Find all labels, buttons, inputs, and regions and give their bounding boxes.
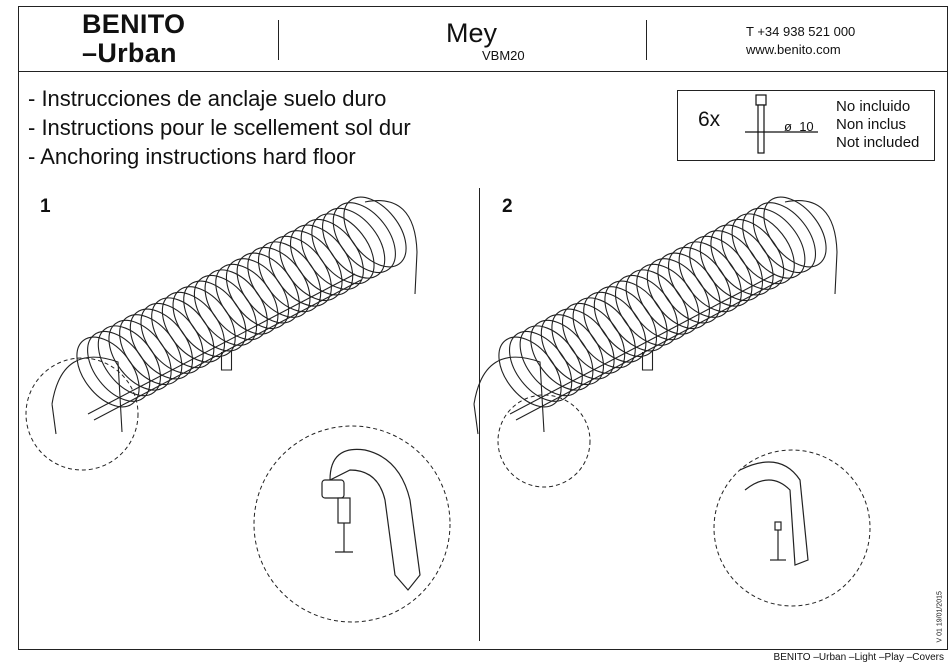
footer-brands: BENITO –Urban –Light –Play –Covers	[773, 652, 944, 663]
contact-website: www.benito.com	[746, 42, 841, 57]
anchor-bolt-icon	[745, 94, 818, 154]
not-included-fr: Non inclus	[836, 116, 907, 133]
instruction-en: - Anchoring instructions hard floor	[28, 144, 356, 169]
bolt-quantity: 6x	[698, 108, 721, 131]
not-included-es: No incluido	[836, 98, 911, 115]
panel-divider	[479, 188, 480, 641]
step-2-number: 2	[502, 196, 513, 217]
diameter-symbol: ø	[784, 119, 792, 134]
header-divider	[18, 71, 948, 72]
bike-rack-1-illustration	[51, 196, 418, 435]
brand-line-2: –Urban	[82, 38, 177, 68]
detail-circle-small	[497, 394, 591, 488]
step-1-number: 1	[40, 196, 51, 217]
model-code: VBM20	[482, 48, 525, 63]
bolt-diameter: ø 10	[784, 119, 814, 134]
detail-circle-small	[25, 357, 139, 471]
detail-circle-large	[253, 425, 451, 623]
page-frame	[18, 6, 948, 650]
brand-logo: BENITO –Urban	[82, 10, 185, 68]
brand-line-1: BENITO	[82, 9, 186, 39]
model-name: Mey	[446, 18, 498, 48]
version-label: V 01 19/01/2015	[936, 591, 944, 643]
detail-circle-large	[713, 449, 871, 607]
header-separator	[278, 20, 279, 60]
instruction-fr: - Instructions pour le scellement sol du…	[28, 115, 411, 140]
not-included-en: Not included	[836, 134, 920, 151]
diameter-value: 10	[799, 119, 814, 134]
detail-bolt-2	[739, 461, 809, 566]
instruction-es: - Instrucciones de anclaje suelo duro	[28, 86, 387, 111]
contact-phone: T +34 938 521 000	[746, 24, 856, 39]
bike-rack-2-illustration	[473, 196, 838, 435]
hardware-box	[677, 90, 935, 161]
header-separator	[646, 20, 647, 60]
detail-bolt-1	[321, 448, 421, 591]
